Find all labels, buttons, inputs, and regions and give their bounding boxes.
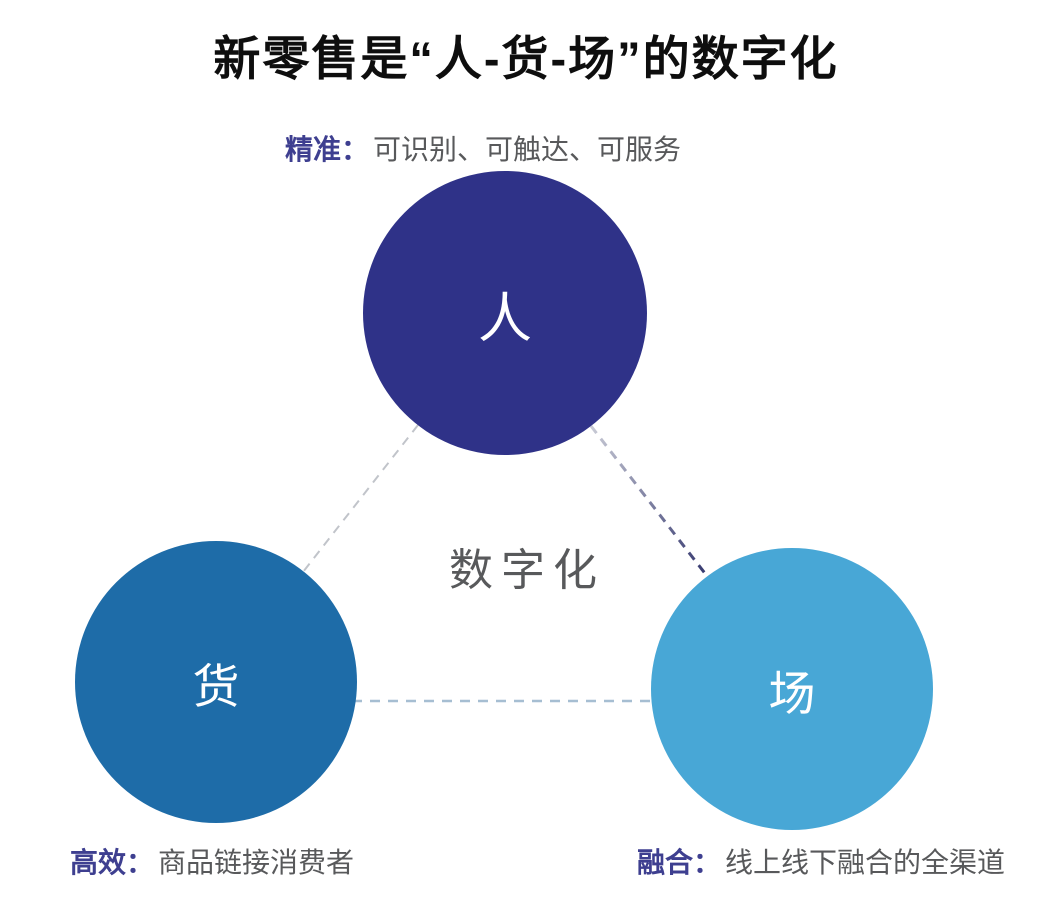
goods-circle: 货 <box>75 541 357 823</box>
place-annotation-text: 线上线下融合的全渠道 <box>725 847 1006 878</box>
goods-circle-label: 货 <box>192 659 240 713</box>
person-circle: 人 <box>363 171 647 455</box>
person-annotation-text: 可识别、可触达、可服务 <box>373 134 682 165</box>
link-person-place <box>589 425 709 577</box>
place-annotation: 融合：线上线下融合的全渠道 <box>637 841 1005 881</box>
link-person-goods <box>302 424 419 573</box>
goods-annotation-prefix: 高效： <box>70 847 155 878</box>
person-circle-label: 人 <box>478 288 532 349</box>
center-label: 数字化 <box>449 546 605 595</box>
person-annotation: 精准：可识别、可触达、可服务 <box>285 128 681 168</box>
goods-annotation: 高效：商品链接消费者 <box>70 841 354 881</box>
place-circle: 场 <box>651 548 933 830</box>
goods-annotation-text: 商品链接消费者 <box>158 847 355 878</box>
place-annotation-prefix: 融合： <box>637 847 722 878</box>
person-annotation-prefix: 精准： <box>285 134 370 165</box>
page-title: 新零售是“人-货-场”的数字化 <box>213 32 839 85</box>
place-circle-label: 场 <box>768 666 816 720</box>
